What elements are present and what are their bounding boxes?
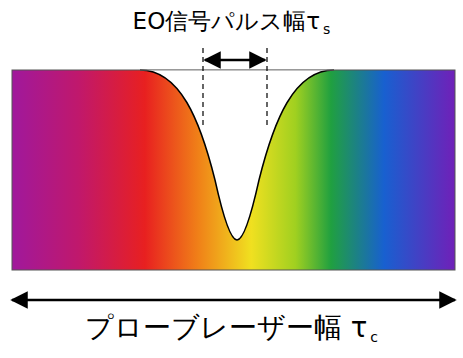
width-label: プローブレーザー幅 τ xyxy=(85,311,367,343)
dip-outline xyxy=(140,70,334,240)
width-arrow xyxy=(12,299,455,302)
width-label: EO信号パルス幅τ xyxy=(133,8,320,34)
top-edge xyxy=(140,70,334,71)
width-arrow xyxy=(205,59,265,62)
subscript: s xyxy=(323,21,330,37)
title-label: EO信号パルス幅τs xyxy=(0,6,463,37)
signal-dip xyxy=(140,70,334,240)
subscript: c xyxy=(370,329,378,345)
dashed-marker xyxy=(202,48,203,125)
probe-spectrum xyxy=(12,70,455,270)
bottom-label: プローブレーザー幅 τc xyxy=(0,310,463,346)
dashed-marker xyxy=(266,48,267,125)
